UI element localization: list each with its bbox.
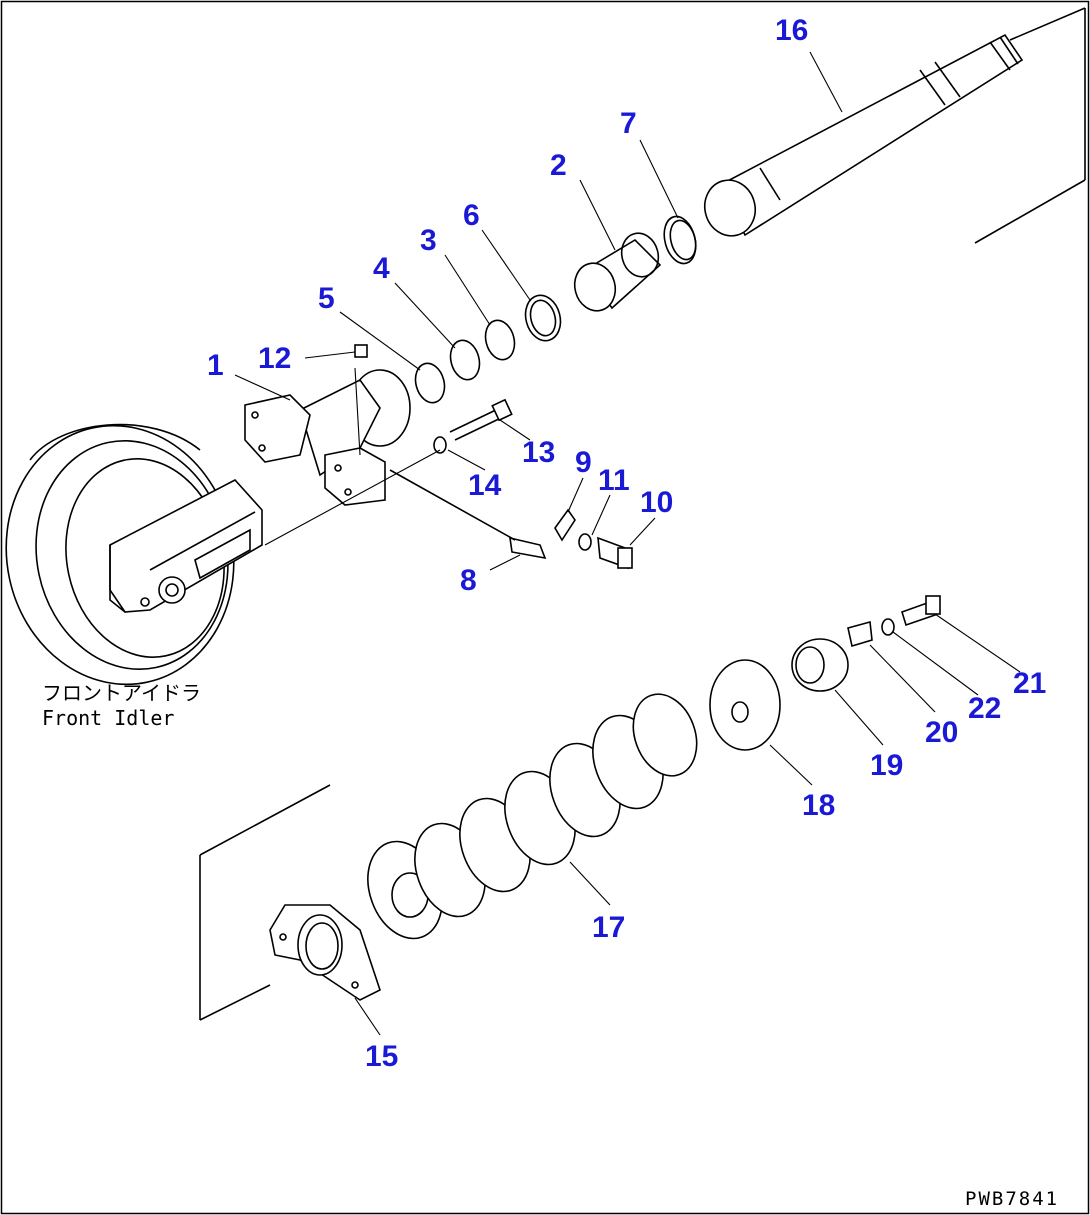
callout-15: 15 xyxy=(365,1040,398,1073)
callout-6: 6 xyxy=(463,199,480,232)
callout-10: 10 xyxy=(640,486,673,519)
front-idler-wheel xyxy=(5,423,263,686)
cylinder-part-16 xyxy=(703,33,1024,237)
yoke-part-1 xyxy=(244,367,441,546)
callout-14: 14 xyxy=(468,469,502,502)
callout-5: 5 xyxy=(318,282,335,315)
nut-part-19 xyxy=(791,638,849,692)
ring-part-7 xyxy=(663,215,697,265)
callout-labels: 1 2 3 4 5 6 7 8 9 10 11 12 13 14 15 16 1… xyxy=(207,14,1046,1073)
caption-jp: フロントアイドラ xyxy=(42,681,201,705)
callout-20: 20 xyxy=(925,716,958,749)
callout-9: 9 xyxy=(575,446,592,479)
callout-16: 16 xyxy=(775,14,808,47)
callout-1: 1 xyxy=(207,349,224,382)
valve-parts-8-9-10-11 xyxy=(389,469,633,570)
callout-18: 18 xyxy=(802,789,835,822)
callout-12: 12 xyxy=(258,342,291,375)
reference-lines xyxy=(199,7,1086,1021)
leader-lines xyxy=(234,51,1021,1036)
lock-parts-20-21-22 xyxy=(847,595,941,648)
washer-part-18 xyxy=(709,659,781,751)
callout-3: 3 xyxy=(420,224,437,257)
callout-22: 22 xyxy=(968,692,1001,725)
callout-11: 11 xyxy=(598,464,630,497)
callout-13: 13 xyxy=(522,436,555,469)
callout-21: 21 xyxy=(1013,667,1046,700)
callout-4: 4 xyxy=(373,252,390,285)
caption-en: Front Idler xyxy=(42,706,174,730)
piston-part-2 xyxy=(573,232,662,312)
bracket-part-15 xyxy=(269,904,381,1001)
callout-7: 7 xyxy=(620,107,637,140)
callout-17: 17 xyxy=(592,911,625,944)
callout-8: 8 xyxy=(460,564,477,597)
rings-5-4-3-6 xyxy=(414,294,562,404)
callout-19: 19 xyxy=(870,749,903,782)
callout-2: 2 xyxy=(550,149,567,182)
plug-part-12 xyxy=(354,344,368,358)
drawing-id: PWB7841 xyxy=(965,1188,1059,1210)
bolt-part-13 xyxy=(433,398,513,454)
spring-part-17 xyxy=(367,693,698,940)
